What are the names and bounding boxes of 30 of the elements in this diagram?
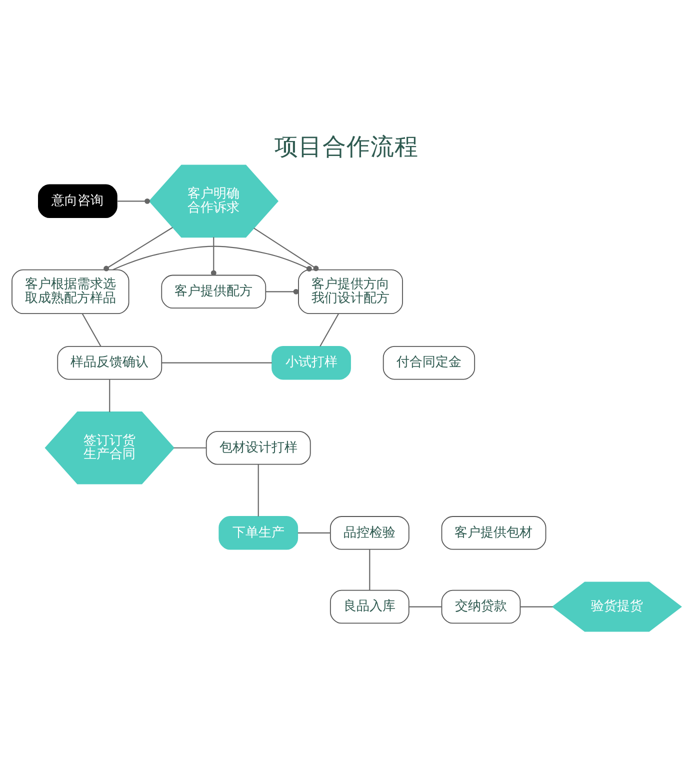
- connector: [266, 288, 299, 294]
- connector: [82, 314, 102, 347]
- connector: [254, 228, 319, 272]
- node-box: 包材设计打样: [206, 431, 311, 465]
- node-box: 良品入库: [330, 590, 410, 624]
- connector: [298, 532, 330, 534]
- node-box: 客户提供包材: [441, 516, 546, 550]
- node-box: 付合同定金: [382, 346, 476, 380]
- node-box: 下单生产: [218, 516, 298, 550]
- connector: [162, 362, 272, 364]
- node-box: 客户提供配方: [161, 274, 266, 309]
- connector: [369, 549, 370, 590]
- node-box: 客户根据需求选取成熟配方样品: [12, 269, 130, 314]
- node-box: 意向咨询: [38, 184, 118, 218]
- node-box: 交纳贷款: [441, 590, 521, 624]
- connector: [409, 606, 442, 608]
- connector: [210, 237, 216, 276]
- connector: [174, 447, 206, 448]
- node-box: 品控检验: [330, 516, 410, 550]
- connector: [320, 314, 339, 347]
- connector: [109, 379, 110, 412]
- node-box: 小试打样: [272, 346, 351, 380]
- diagram-title: 项目合作流程: [274, 132, 418, 160]
- connector: [117, 198, 150, 204]
- node-box: 客户提供方向我们设计配方: [298, 269, 403, 314]
- connector: [258, 464, 259, 516]
- connector: [520, 606, 553, 608]
- connector: [104, 227, 173, 272]
- connector: [112, 246, 312, 272]
- node-box: 样品反馈确认: [57, 346, 162, 380]
